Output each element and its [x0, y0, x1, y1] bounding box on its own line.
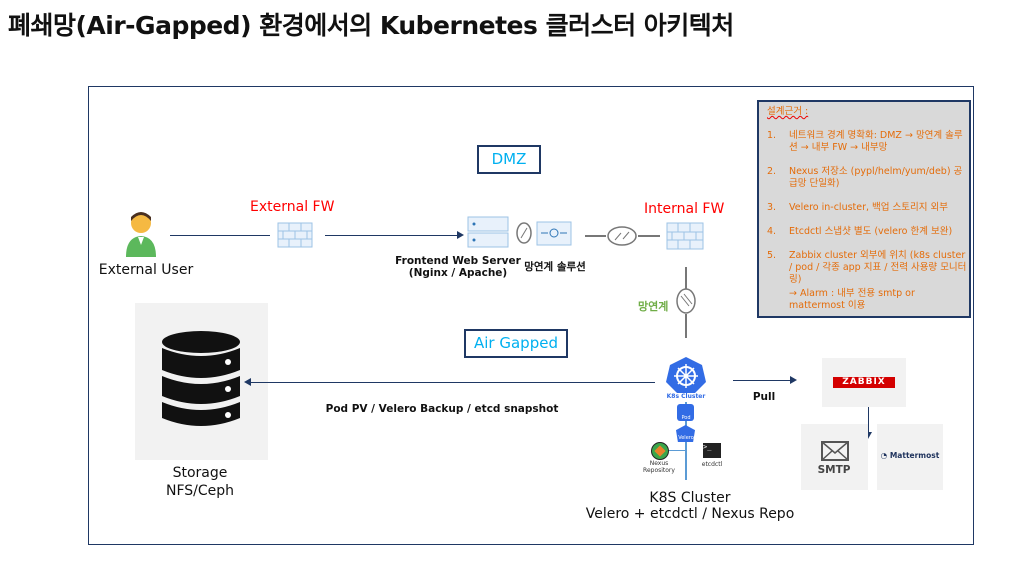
backup-flow-label: Pod PV / Velero Backup / etcd snapshot	[325, 403, 559, 415]
arrow-user-to-fw	[170, 235, 270, 236]
arrow-head	[790, 376, 797, 384]
note-num: 3.	[767, 202, 777, 213]
arrow-head	[864, 432, 872, 439]
link-oval-icon	[516, 222, 532, 244]
air-gapped-zone-label: Air Gapped	[464, 329, 568, 358]
notes-heading: 설계근거 :	[767, 106, 809, 117]
gateway-oval-icon	[607, 226, 637, 246]
note-num: 4.	[767, 226, 777, 237]
mattermost-panel	[877, 424, 943, 490]
link-line	[685, 314, 687, 338]
arrow-zabbix-alert	[868, 407, 869, 433]
mattermost-logo: ◔ Mattermost	[881, 451, 940, 460]
mail-icon	[821, 441, 849, 461]
note-text: Nexus 저장소 (pypl/helm/yum/deb) 공급망 단일화)	[789, 166, 963, 189]
gateway-solution-icon	[536, 221, 572, 246]
arrow-head	[457, 231, 464, 239]
note-num: 2.	[767, 166, 777, 177]
design-notes: 설계근거 : 1. 네트워크 경계 명확화: DMZ → 망연계 솔루션 → 내부…	[757, 100, 971, 318]
branch-line	[660, 450, 687, 451]
arrow-fw-to-web	[325, 235, 458, 236]
note-alarm: → Alarm : 내부 전용 smtp or mattermost 이용	[789, 288, 915, 311]
storage-type: NFS/Ceph	[165, 483, 235, 499]
pull-label: Pull	[752, 391, 776, 403]
page-title: 폐쇄망(Air-Gapped) 환경에서의 Kubernetes 클러스터 아키…	[8, 11, 734, 40]
diagram-frame	[88, 86, 974, 545]
dmz-zone-label: DMZ	[477, 145, 541, 174]
internal-fw-label: Internal FW	[644, 201, 725, 217]
arrow-k8s-to-storage	[250, 382, 655, 383]
smtp-panel	[801, 424, 868, 490]
etcdctl-icon-label: etcdctl	[701, 461, 723, 468]
web-server-label: Frontend Web Server(Nginx / Apache)	[395, 255, 521, 279]
terminal-icon: >_	[703, 443, 721, 458]
note-text: Velero in-cluster, 백업 스토리지 외부	[789, 202, 949, 213]
link-line	[638, 235, 660, 237]
velero-icon	[676, 425, 695, 442]
zabbix-logo: ZABBIX	[833, 377, 895, 388]
external-firewall-icon	[277, 222, 313, 248]
pod-icon-label: Pod	[681, 415, 691, 421]
velero-icon-label: Velero	[678, 435, 694, 441]
external-user-label: External User	[98, 262, 194, 278]
link-line	[585, 235, 606, 237]
internal-firewall-icon	[666, 222, 704, 250]
note-num: 5.	[767, 250, 777, 261]
note-text: 네트워크 경계 명확화: DMZ → 망연계 솔루션 → 내부 FW → 내부망	[789, 130, 963, 153]
k8s-cluster-title: K8S Cluster	[649, 490, 731, 506]
gateway-oval-icon	[676, 288, 696, 314]
note-num: 1.	[767, 130, 777, 141]
storage-name: Storage	[172, 465, 228, 481]
gateway-solution-label: 망연계 솔루션	[524, 261, 586, 273]
note-text: Etcdctl 스냅샷 별도 (velero 한계 보완)	[789, 226, 953, 237]
k8s-cluster-sub: Velero + etcdctl / Nexus Repo	[585, 506, 795, 522]
arrow-head	[244, 378, 251, 386]
k8s-icon-label: K8s Cluster	[666, 393, 706, 400]
nexus-icon-label: Nexus Repository	[643, 460, 675, 474]
web-server-name: Frontend Web Server	[395, 255, 521, 267]
user-icon	[126, 212, 156, 257]
smtp-label: SMTP	[817, 464, 851, 476]
pod-icon	[677, 404, 694, 421]
arrow-pull	[733, 380, 791, 381]
gateway-label: 망연계	[638, 300, 669, 313]
nexus-icon	[651, 442, 669, 460]
kubernetes-icon	[666, 357, 706, 393]
note-text: Zabbix cluster 외부에 위치 (k8s cluster / pod…	[789, 250, 967, 285]
mattermost-icon: ◔	[880, 451, 890, 460]
web-server-icon	[467, 216, 509, 248]
link-line	[685, 267, 687, 289]
mattermost-label: Mattermost	[889, 451, 940, 460]
database-icon	[162, 331, 240, 426]
web-server-sub: (Nginx / Apache)	[408, 267, 508, 279]
external-fw-label: External FW	[250, 199, 335, 215]
